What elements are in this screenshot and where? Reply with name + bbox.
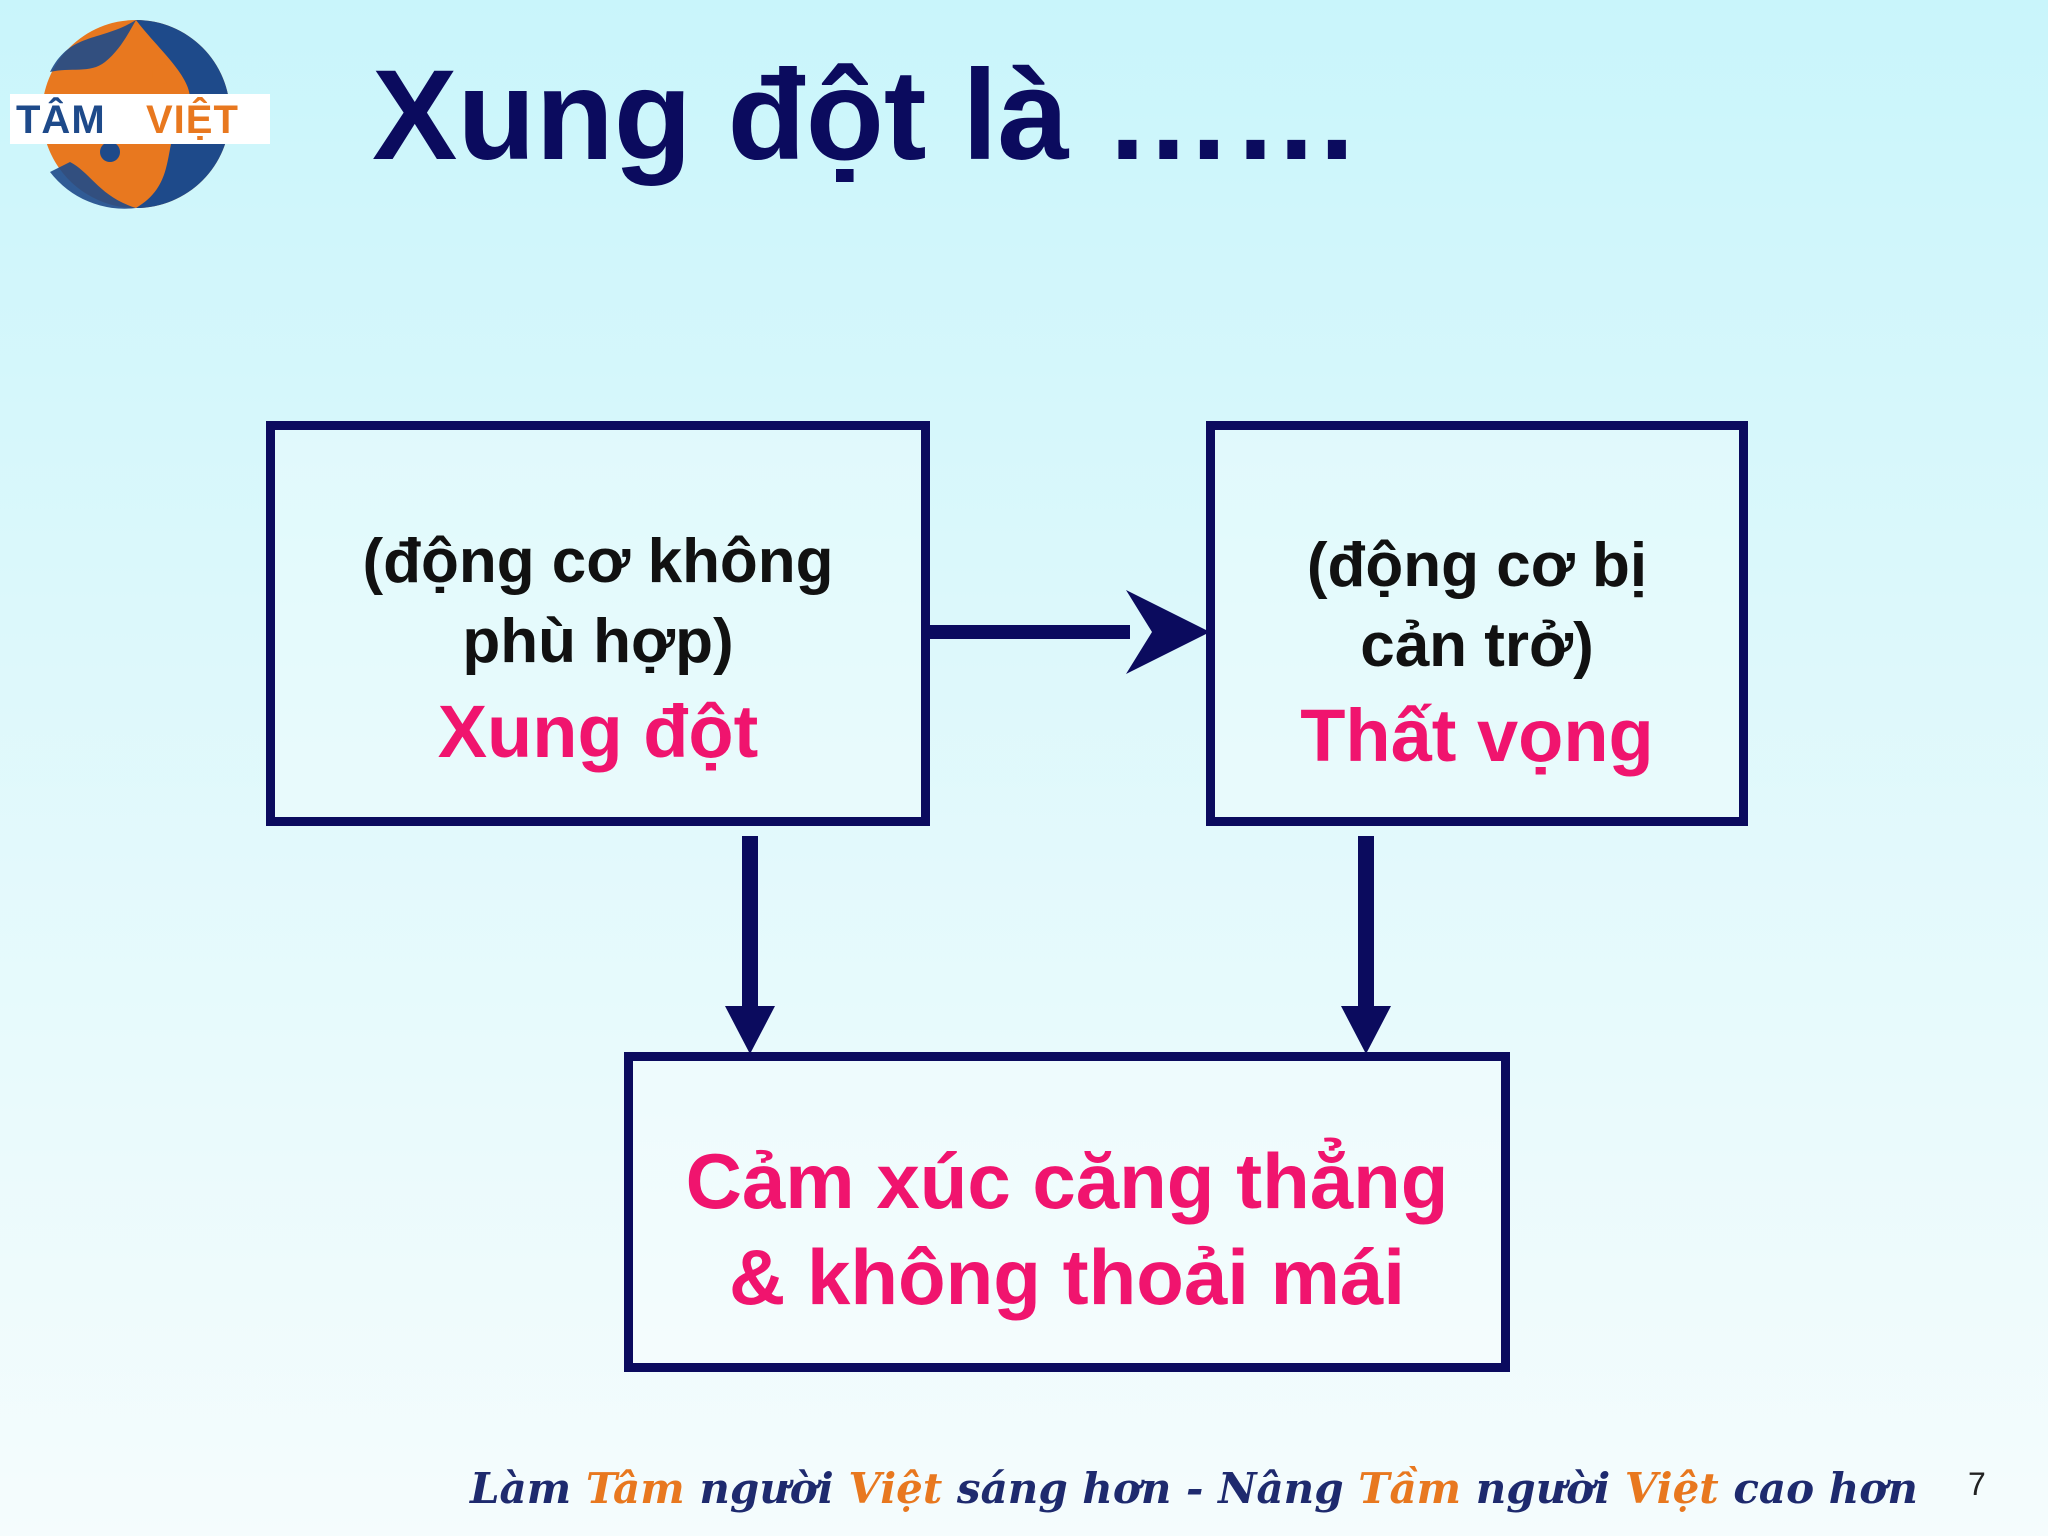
globe-logo-icon <box>10 20 270 209</box>
emotion-line2: & không thoải mái <box>728 1233 1406 1321</box>
logo-word-viet: VIỆT <box>146 98 239 142</box>
frustration-description-line1: (động cơ bị <box>1306 531 1648 600</box>
slogan-part: người <box>1461 1464 1625 1513</box>
footer-slogan: Làm Tâm người Việt sáng hơn - Nâng Tầm n… <box>470 1464 1918 1513</box>
conflict-description-line1: (động cơ không <box>362 527 834 596</box>
logo-word-tam: TÂM <box>16 98 106 142</box>
frustration-description-line2: cản trở) <box>1360 611 1594 680</box>
slogan-part: Làm <box>470 1464 586 1513</box>
slogan-part: Việt <box>1624 1464 1719 1513</box>
frustration-box: (động cơ bị cản trở) Thất vọng <box>1206 421 1748 826</box>
emotion-box: Cảm xúc căng thẳng & không thoải mái <box>624 1052 1510 1372</box>
conflict-label: Xung đột <box>437 690 759 773</box>
slide-title: Xung đột là …… <box>372 44 1361 187</box>
arrow-down-right <box>1341 836 1391 1054</box>
slogan-part: Tâm <box>585 1464 685 1513</box>
conflict-description-line2: phù hợp) <box>462 607 734 676</box>
arrow-down-left <box>725 836 775 1054</box>
slogan-part: Việt <box>848 1464 943 1513</box>
slogan-part: Tầm <box>1358 1464 1462 1513</box>
emotion-line1: Cảm xúc căng thẳng <box>685 1137 1449 1225</box>
logo: TÂM VIỆT <box>10 12 270 222</box>
arrow-right <box>930 590 1210 674</box>
frustration-label: Thất vọng <box>1300 694 1654 777</box>
page-number: 7 <box>1968 1466 1986 1502</box>
slogan-part: người <box>684 1464 849 1513</box>
slogan-part: sáng hơn - Nâng <box>942 1464 1359 1513</box>
conflict-box: (động cơ không phù hợp) Xung đột <box>266 421 930 826</box>
slogan-part: cao hơn <box>1718 1464 1918 1513</box>
